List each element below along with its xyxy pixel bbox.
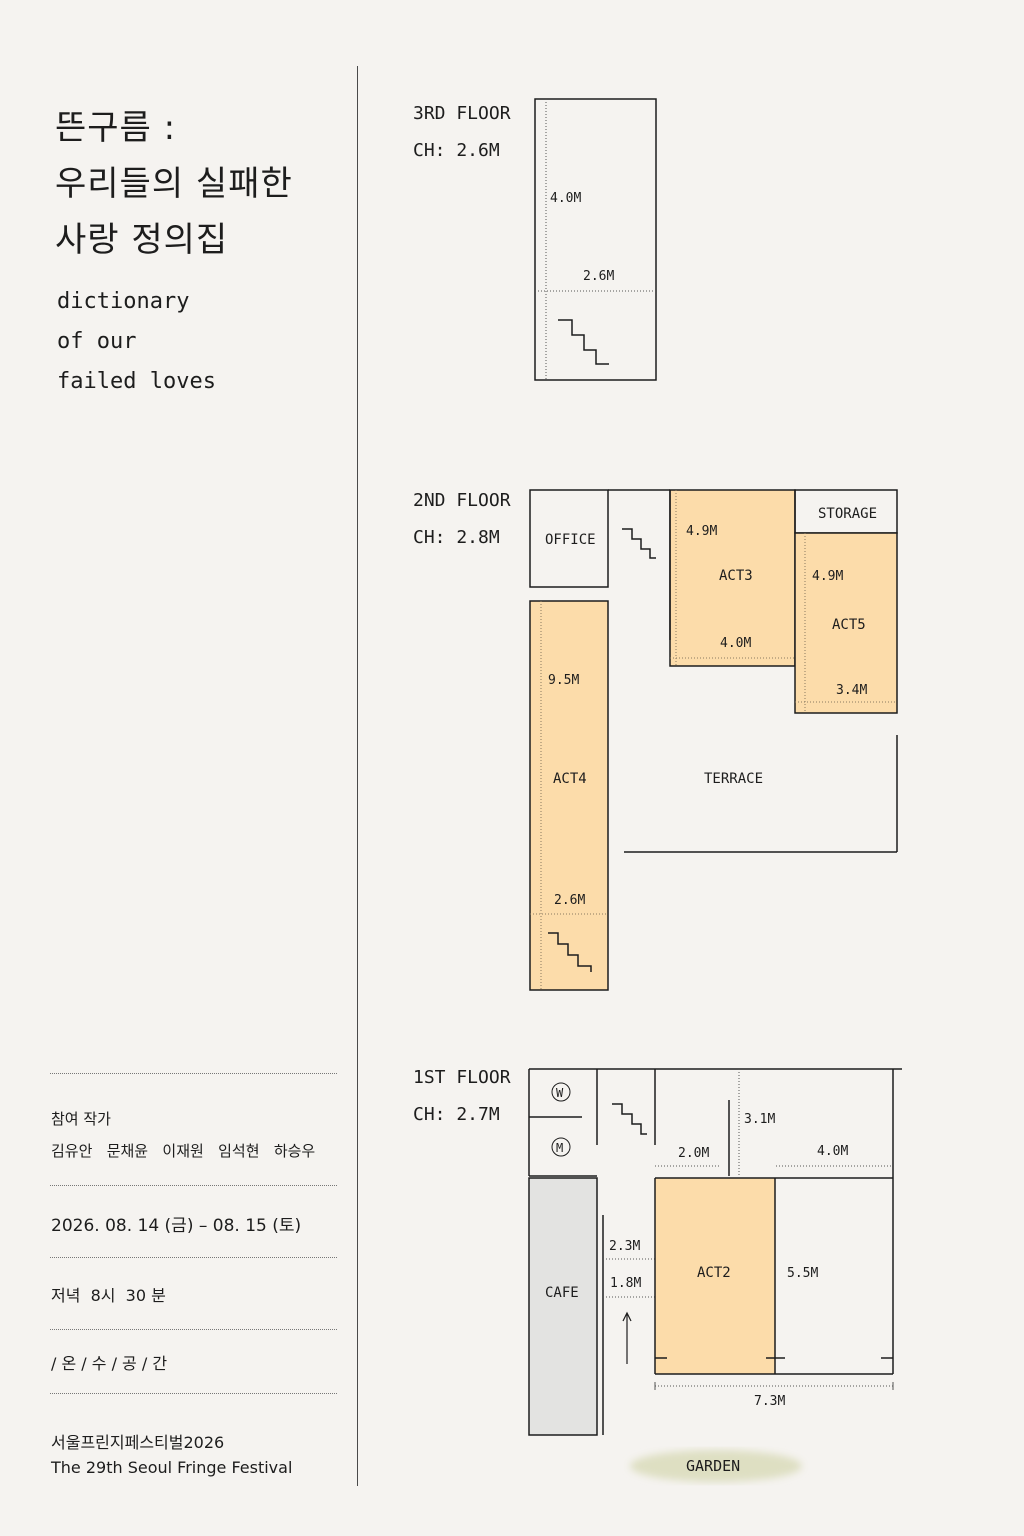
act3-room: [669, 489, 796, 667]
office-label: OFFICE: [545, 532, 596, 548]
dim-label: 4.9M: [686, 524, 717, 539]
third-floor-label: 3RD FLOOR CH: 2.6M: [413, 95, 511, 169]
info-divider: [50, 1329, 337, 1330]
floor-name: 3RD FLOOR: [413, 103, 511, 124]
info-divider: [50, 1393, 337, 1394]
second-floor-label: 2ND FLOOR CH: 2.8M: [413, 482, 511, 556]
ceiling-height: CH: 2.8M: [413, 527, 500, 548]
dim-label: 2.3M: [609, 1239, 640, 1254]
restroom-w-label: W: [556, 1086, 564, 1100]
garden-area: [630, 1450, 802, 1482]
dim-label: 2.6M: [583, 269, 614, 284]
stairs-icon: [622, 528, 656, 559]
cafe-label: CAFE: [545, 1285, 579, 1301]
dim-label: 4.0M: [550, 191, 581, 206]
artists-label: 참여 작가: [51, 1110, 111, 1128]
third-floor-room: [534, 98, 657, 381]
poster-title: 뜬구름 : 우리들의 실패한 사랑 정의집: [55, 100, 293, 268]
vertical-divider: [357, 66, 358, 1486]
dim-label: 7.3M: [754, 1394, 785, 1409]
restroom-m-label: M: [556, 1141, 563, 1155]
info-divider: [50, 1185, 337, 1186]
dim-label: 3.4M: [836, 683, 867, 698]
ceiling-height: CH: 2.6M: [413, 140, 500, 161]
first-floor-label: 1ST FLOOR CH: 2.7M: [413, 1059, 511, 1133]
poster-subtitle: dictionary of our failed loves: [57, 282, 216, 402]
act2-label: ACT2: [697, 1265, 731, 1281]
act3-label: ACT3: [719, 568, 753, 584]
info-divider: [50, 1073, 337, 1074]
floor-name: 1ST FLOOR: [413, 1067, 511, 1088]
dim-label: 4.0M: [720, 636, 751, 651]
arrow-head-icon: [622, 1311, 632, 1322]
dates: 2026. 08. 14 (금) – 08. 15 (토): [51, 1216, 302, 1236]
floor-name: 2ND FLOOR: [413, 490, 511, 511]
act5-room: [794, 532, 898, 714]
second-floor-plan: OFFICE 4.9M ACT3 4.0M STORAGE 4.9M ACT5 …: [529, 489, 898, 991]
act4-label: ACT4: [553, 771, 587, 787]
first-floor-plan: W M CAFE 2.3M 1.8M 3.1M 2.0M 4.0M ACT2: [528, 1068, 902, 1482]
act4-room: [529, 600, 609, 991]
info-divider: [50, 1257, 337, 1258]
cafe-room: [528, 1177, 598, 1436]
third-floor-plan: 4.0M 2.6M: [534, 98, 657, 381]
dim-label: 1.8M: [610, 1276, 641, 1291]
act5-label: ACT5: [832, 617, 866, 633]
dim-label: 2.6M: [554, 893, 585, 908]
festival-name-en: The 29th Seoul Fringe Festival: [51, 1458, 293, 1477]
ceiling-height: CH: 2.7M: [413, 1104, 500, 1125]
title-line-3: 사랑 정의집: [55, 220, 229, 260]
dim-label: 9.5M: [548, 673, 579, 688]
artists-list: 김유안 문채윤 이재원 임석현 하승우: [51, 1142, 316, 1160]
act2-room: [655, 1178, 775, 1374]
festival-name-kr: 서울프린지페스티벌2026: [51, 1433, 225, 1452]
subtitle-line-3: failed loves: [57, 369, 216, 394]
stairs-icon: [612, 1103, 647, 1135]
terrace-label: TERRACE: [704, 771, 763, 787]
dim-label: 4.9M: [812, 569, 843, 584]
storage-label: STORAGE: [818, 506, 877, 522]
mens-restroom-icon: [551, 1137, 571, 1157]
dim-label: 2.0M: [678, 1146, 709, 1161]
womens-restroom-icon: [551, 1082, 571, 1102]
stairs-icon: [558, 319, 609, 365]
show-time: 저녁 8시 30 분: [51, 1286, 166, 1305]
dim-label: 5.5M: [787, 1266, 818, 1281]
dim-label: 3.1M: [744, 1112, 775, 1127]
title-line-2: 우리들의 실패한: [55, 164, 293, 204]
dim-label: 4.0M: [817, 1144, 848, 1159]
subtitle-line-2: of our: [57, 329, 137, 354]
subtitle-line-1: dictionary: [57, 289, 190, 314]
office-room: [529, 489, 609, 588]
venue-name: / 온 / 수 / 공 / 간: [51, 1354, 168, 1373]
stairs-icon: [548, 932, 592, 972]
title-line-1: 뜬구름 :: [55, 108, 177, 148]
garden-label: GARDEN: [686, 1457, 740, 1475]
